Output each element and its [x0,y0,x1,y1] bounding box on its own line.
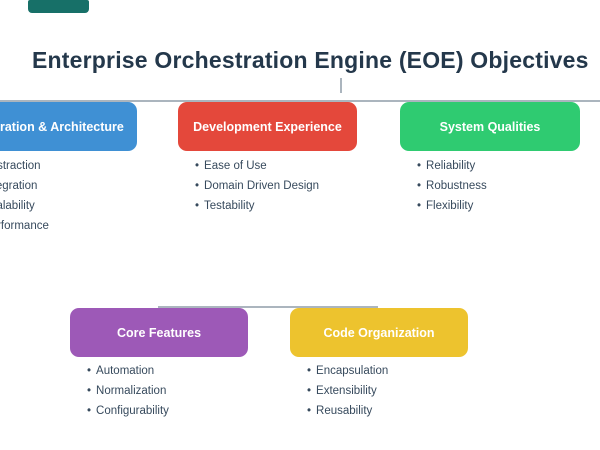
list-item: Robustness [417,176,487,196]
bullet-icon [195,196,199,216]
bullet-icon [195,156,199,176]
list-item: Reusability [307,401,388,421]
item-list-development-experience: Ease of Use Domain Driven Design Testabi… [195,156,319,216]
list-item: Normalization [87,381,169,401]
list-item: Integration [0,180,38,192]
category-node-system-qualities: System Qualities [400,102,580,151]
bullet-icon [417,196,421,216]
list-item: Encapsulation [307,361,388,381]
category-node-integration-architecture: Integration & Architecture [0,102,137,151]
list-item: Domain Driven Design [195,176,319,196]
list-item: Automation [87,361,169,381]
title-connector-stub [340,78,342,93]
bullet-icon [417,156,421,176]
list-item: Abstraction [0,160,41,172]
page-title: Enterprise Orchestration Engine (EOE) Ob… [32,47,589,73]
list-item: Testability [195,196,319,216]
connector-line-row2 [158,306,378,308]
list-item: Ease of Use [195,156,319,176]
list-item: Reliability [417,156,487,176]
item-list-system-qualities: Reliability Robustness Flexibility [417,156,487,216]
category-label: System Qualities [439,119,541,134]
connector-line-row1 [0,100,600,102]
bullet-icon [307,361,311,381]
bullet-icon [87,381,91,401]
category-node-core-features: Core Features [70,308,248,357]
item-list-integration-architecture: Abstraction Integration Scalability Perf… [0,156,49,236]
bullet-icon [307,401,311,421]
bullet-icon [87,361,91,381]
bullet-icon [307,381,311,401]
bullet-icon [195,176,199,196]
category-label: Integration & Architecture [0,119,124,134]
list-item: Extensibility [307,381,388,401]
category-node-code-organization: Code Organization [290,308,468,357]
category-node-development-experience: Development Experience [178,102,357,151]
list-item: Flexibility [417,196,487,216]
bullet-icon [87,401,91,421]
category-label: Code Organization [323,325,435,340]
category-label: Development Experience [193,119,342,134]
category-label: Core Features [116,325,202,340]
root-node-stub [28,0,89,13]
list-item: Scalability [0,200,35,212]
item-list-core-features: Automation Normalization Configurability [87,361,169,421]
bullet-icon [417,176,421,196]
list-item: Configurability [87,401,169,421]
item-list-code-organization: Encapsulation Extensibility Reusability [307,361,388,421]
list-item: Performance [0,220,49,232]
